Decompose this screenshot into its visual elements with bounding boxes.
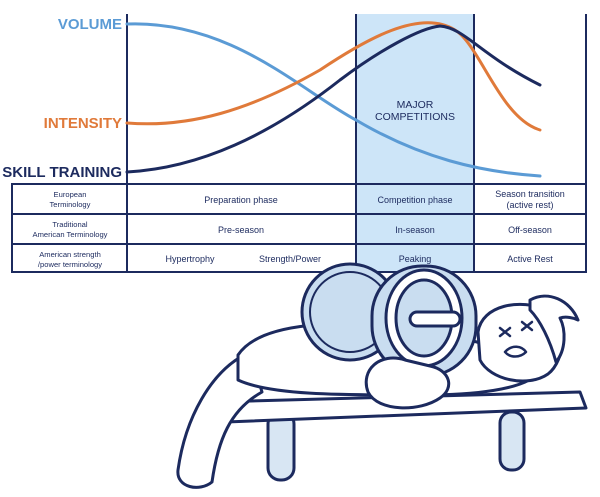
cell-peaking: Peaking: [399, 254, 432, 264]
cell-season-transition-1: Season transition: [495, 189, 565, 199]
bench-press-illustration: [176, 262, 588, 489]
major-competitions-line2: COMPETITIONS: [375, 111, 455, 123]
skill-training-curve: [125, 24, 542, 174]
intensity-curve: [125, 21, 542, 132]
row-header-european-2: Terminology: [50, 200, 91, 209]
cell-competition-phase: Competition phase: [377, 195, 452, 205]
skill-training-label: SKILL TRAINING: [2, 164, 122, 181]
cell-hypertrophy: Hypertrophy: [165, 254, 215, 264]
volume-curve: [125, 22, 542, 178]
cell-in-season: In-season: [395, 225, 435, 235]
row-header-american-2: /power terminology: [38, 260, 102, 269]
major-competitions-line1: MAJOR: [397, 99, 434, 111]
cell-pre-season: Pre-season: [218, 225, 264, 235]
row-header-traditional-2: American Terminology: [33, 230, 108, 239]
volume-label: VOLUME: [58, 16, 122, 33]
row-header-american-1: American strength: [39, 250, 101, 259]
cell-off-season: Off-season: [508, 225, 552, 235]
intensity-label: INTENSITY: [44, 115, 122, 132]
cell-season-transition-2: (active rest): [506, 200, 553, 210]
row-header-european-1: European: [54, 190, 87, 199]
cell-active-rest: Active Rest: [507, 254, 553, 264]
cell-preparation-phase: Preparation phase: [204, 195, 278, 205]
cell-strength-power: Strength/Power: [259, 254, 321, 264]
row-header-traditional-1: Traditional: [52, 220, 87, 229]
terminology-table: [11, 183, 587, 273]
